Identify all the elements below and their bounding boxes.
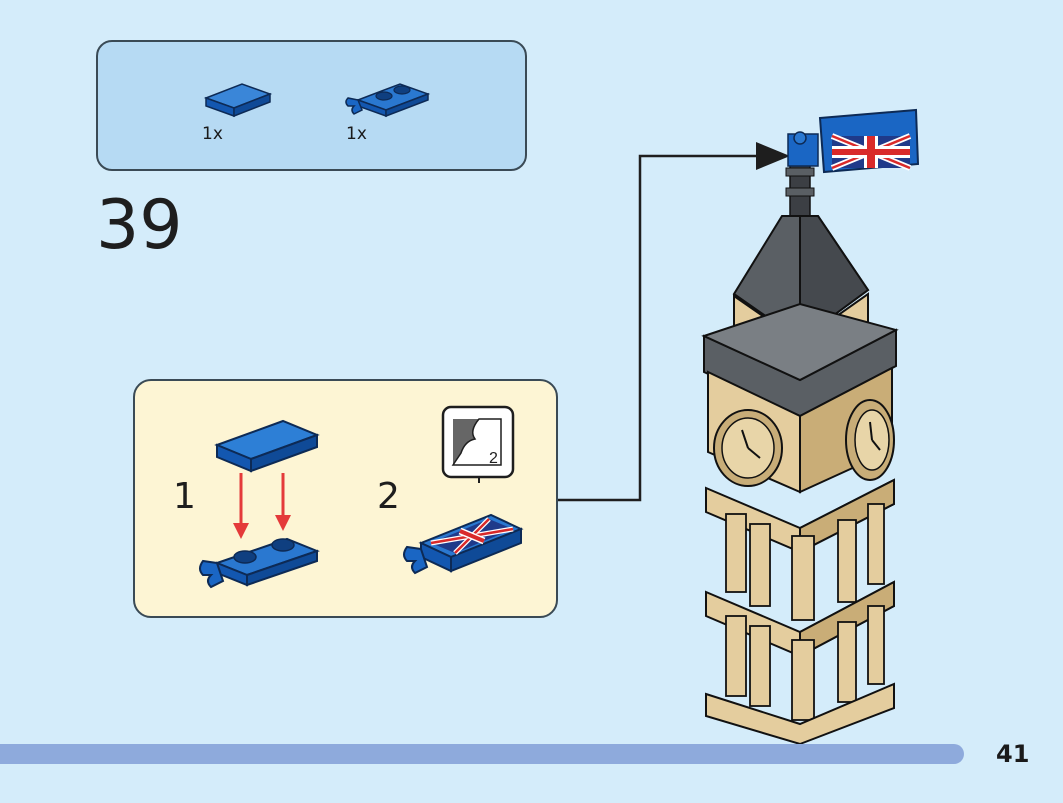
part-quantity-tile: 1x xyxy=(202,124,223,144)
part-quantity-clip-plate: 1x xyxy=(346,124,367,144)
substep-number-1: 1 xyxy=(173,476,196,517)
tower-union-flag-icon xyxy=(830,133,912,171)
red-down-arrow-icon xyxy=(233,473,291,539)
page-progress-bar xyxy=(0,744,964,764)
substep-1-clip-plate-icon xyxy=(199,537,320,589)
blue-tile-icon xyxy=(203,83,273,118)
sticker-sheet-icon: 2 xyxy=(441,405,515,483)
substep-callout-box: 1 2 2 xyxy=(133,379,558,618)
sticker-number: 2 xyxy=(489,450,498,467)
left-clock-face-icon xyxy=(713,409,783,487)
page-number: 41 xyxy=(996,740,1030,768)
union-flag-icon xyxy=(430,517,514,555)
parts-list-box: 1x 1x xyxy=(96,40,527,171)
substep-1-tile-icon xyxy=(214,419,320,473)
step-number: 39 xyxy=(96,186,183,265)
substep-2-flag-part-icon xyxy=(403,513,524,575)
right-clock-face-icon xyxy=(845,399,895,481)
clock-tower-model xyxy=(701,108,920,746)
substep-number-2: 2 xyxy=(377,476,400,517)
blue-clip-plate-icon xyxy=(345,83,431,118)
